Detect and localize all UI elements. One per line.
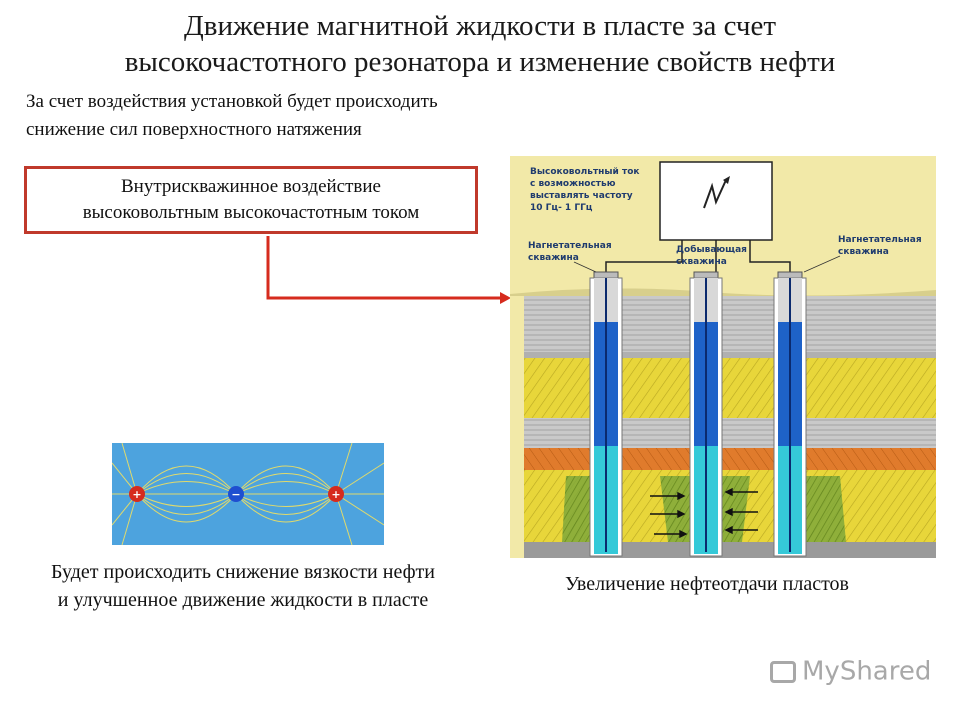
svg-text:−: − bbox=[231, 488, 240, 501]
negative-charge-center: − bbox=[228, 486, 244, 502]
soil-layer-2 bbox=[524, 418, 936, 448]
caption-left: Будет происходить снижение вязкости нефт… bbox=[0, 558, 486, 614]
watermark-icon bbox=[770, 660, 796, 683]
watermark-text: MyShared bbox=[802, 656, 932, 687]
well-mid-label-1: Добывающая bbox=[676, 244, 747, 255]
soil-layer bbox=[524, 296, 936, 352]
caption-right: Увеличение нефтеотдачи пластов bbox=[565, 573, 849, 595]
generator-label-2: с возможностью bbox=[530, 179, 616, 189]
subtitle: За счет воздействия установкой будет про… bbox=[26, 88, 438, 144]
callout-line-2: высоковольтным высокочастотным током bbox=[82, 202, 420, 223]
positive-charge-right: + bbox=[328, 486, 344, 502]
subtitle-line-1: За счет воздействия установкой будет про… bbox=[26, 91, 438, 112]
svg-text:+: + bbox=[132, 488, 141, 501]
callout-line-1: Внутрискважинное воздействие bbox=[121, 176, 381, 197]
well-mid-label-2: скважина bbox=[676, 257, 727, 267]
clay-layer bbox=[524, 448, 936, 470]
well-left-label-2: скважина bbox=[528, 253, 579, 263]
well-left-label-1: Нагнетательная bbox=[528, 241, 612, 251]
title-line-2: высокочастотного резонатора и изменение … bbox=[124, 46, 836, 78]
watermark: MyShared bbox=[770, 656, 931, 687]
generator-label-4: 10 Гц- 1 ГГц bbox=[530, 203, 593, 213]
title-line-1: Движение магнитной жидкости в пласте за … bbox=[183, 10, 777, 42]
sand-layer-1 bbox=[524, 358, 936, 418]
production-well bbox=[689, 271, 723, 557]
caption-left-line-2: и улучшенное движение жидкости в пласте bbox=[57, 589, 429, 611]
field-lines bbox=[112, 443, 384, 545]
subtitle-line-2: снижение сил поверхностного натяжения bbox=[26, 119, 362, 140]
generator-label-1: Высоковольтный ток bbox=[530, 167, 640, 177]
dipole-field-diagram: + − + bbox=[112, 443, 384, 545]
page-title: Движение магнитной жидкости в пласте за … bbox=[0, 8, 960, 80]
svg-text:+: + bbox=[331, 488, 340, 501]
well-right-label-1: Нагнетательная bbox=[838, 235, 922, 245]
injection-well-right bbox=[773, 271, 807, 557]
generator-label-3: выставлять частоту bbox=[530, 191, 633, 201]
well-right-label-2: скважина bbox=[838, 247, 889, 257]
caption-left-line-1: Будет происходить снижение вязкости нефт… bbox=[51, 561, 435, 583]
injection-well-left bbox=[589, 271, 623, 557]
flow-arrows bbox=[650, 487, 758, 539]
oil-field-diagram: Высоковольтный ток с возможностью выстав… bbox=[510, 156, 936, 558]
positive-charge-left: + bbox=[129, 486, 145, 502]
callout-box: Внутрискважинное воздействие высоковольт… bbox=[24, 166, 478, 234]
